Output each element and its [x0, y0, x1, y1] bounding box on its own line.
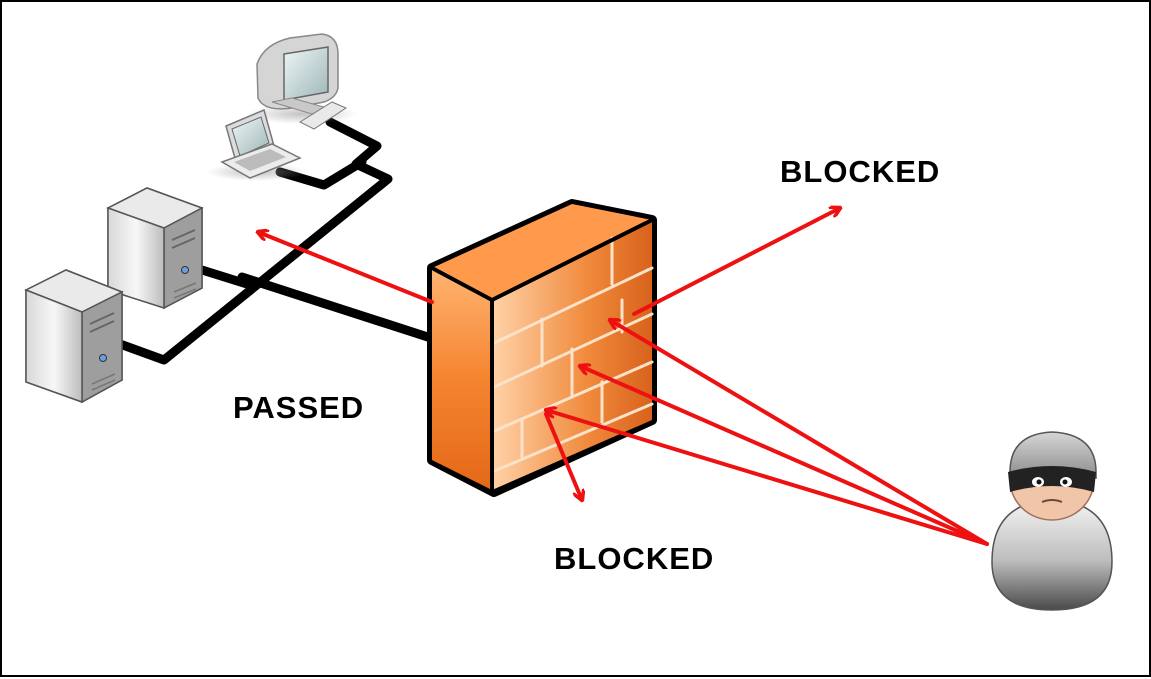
attack-arrow: [546, 410, 989, 546]
desktop-computer-icon: [247, 33, 357, 130]
blocked-arrow: [632, 208, 840, 316]
laptop-icon: [207, 108, 307, 181]
attack-arrow: [610, 320, 989, 546]
hacker-icon: [991, 431, 1113, 611]
server-icon: [24, 269, 124, 404]
passed-arrow: [258, 232, 434, 304]
attack-arrow: [580, 366, 989, 546]
traffic-arrows: [258, 208, 989, 546]
blocked-arrow: [544, 412, 582, 500]
blocked-label-bottom: BLOCKED: [554, 541, 715, 576]
firewall-icon: [427, 199, 657, 497]
passed-label: PASSED: [233, 390, 365, 425]
server-icon: [106, 187, 204, 310]
blocked-label-top: BLOCKED: [780, 154, 941, 189]
